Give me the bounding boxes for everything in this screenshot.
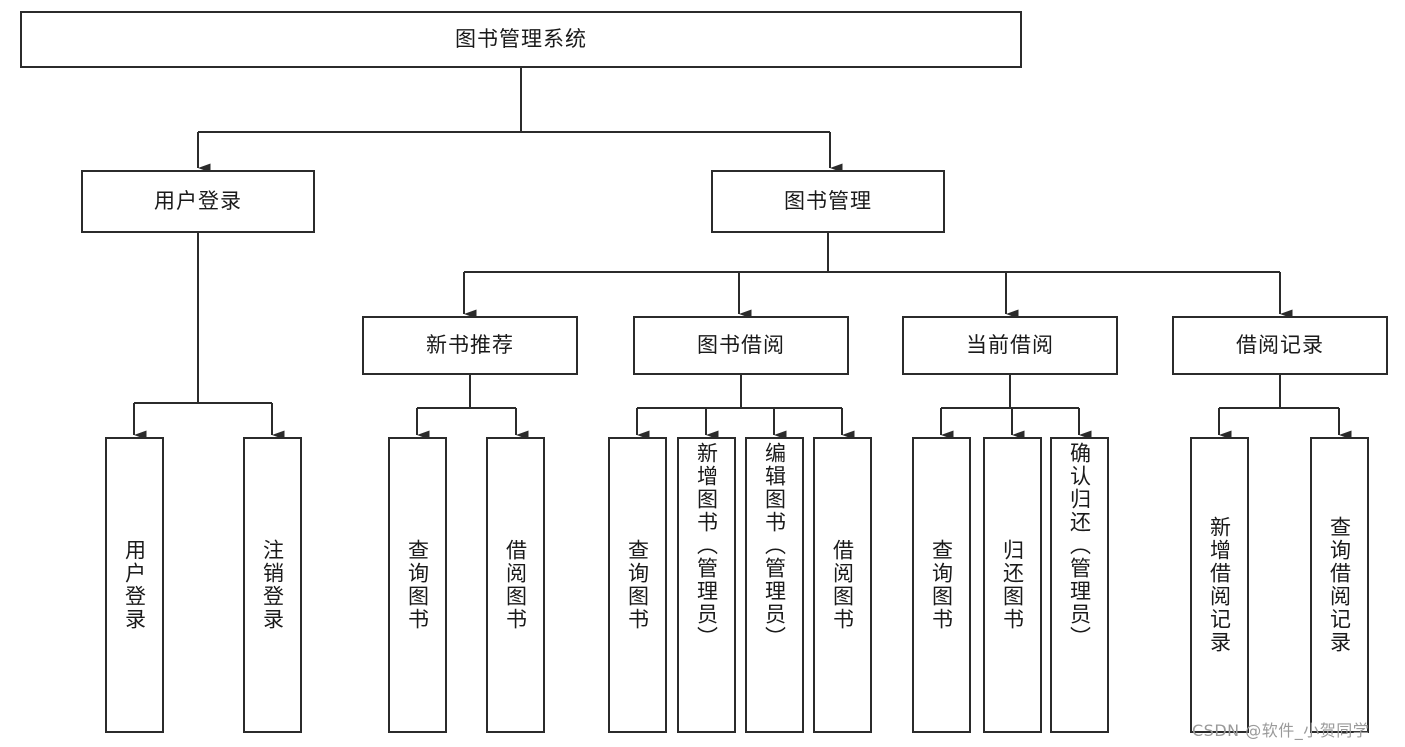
leaf-query-borrow-record[interactable]: 查询借阅记录	[1310, 437, 1369, 733]
node-borrow-record-label: 借阅记录	[1236, 333, 1324, 358]
leaf-borrow-book[interactable]: 借阅图书	[813, 437, 872, 733]
node-current-borrow-label: 当前借阅	[966, 333, 1054, 358]
leaf-borrow-book-recommend[interactable]: 借阅图书	[486, 437, 545, 733]
leaf-query-book-current[interactable]: 查询图书	[912, 437, 971, 733]
leaf-borrow-book-recommend-label: 借阅图书	[503, 539, 528, 631]
leaf-confirm-return-admin-label: 确认归还（管理员）	[1067, 442, 1092, 649]
leaf-add-borrow-record-label: 新增借阅记录	[1207, 516, 1232, 654]
leaf-confirm-return-admin[interactable]: 确认归还（管理员）	[1050, 437, 1109, 733]
leaf-add-book-admin[interactable]: 新增图书（管理员）	[677, 437, 736, 733]
leaf-query-book-recommend[interactable]: 查询图书	[388, 437, 447, 733]
csdn-watermark: CSDN @软件_小贺同学	[1192, 721, 1370, 740]
leaf-logout[interactable]: 注销登录	[243, 437, 302, 733]
leaf-user-login-label: 用户登录	[122, 539, 147, 631]
leaf-add-borrow-record[interactable]: 新增借阅记录	[1190, 437, 1249, 733]
node-book-borrow[interactable]: 图书借阅	[633, 316, 849, 375]
leaf-query-borrow-record-label: 查询借阅记录	[1327, 516, 1352, 654]
node-user-login-label: 用户登录	[154, 189, 242, 214]
leaf-user-login[interactable]: 用户登录	[105, 437, 164, 733]
leaf-borrow-book-label: 借阅图书	[830, 539, 855, 631]
node-new-book-recommend[interactable]: 新书推荐	[362, 316, 578, 375]
leaf-edit-book-admin-label: 编辑图书（管理员）	[762, 442, 787, 649]
leaf-query-book-borrow[interactable]: 查询图书	[608, 437, 667, 733]
node-current-borrow[interactable]: 当前借阅	[902, 316, 1118, 375]
leaf-query-book-current-label: 查询图书	[929, 539, 954, 631]
leaf-add-book-admin-label: 新增图书（管理员）	[694, 442, 719, 649]
leaf-return-book[interactable]: 归还图书	[983, 437, 1042, 733]
node-book-management-label: 图书管理	[784, 189, 872, 214]
node-root-label: 图书管理系统	[455, 27, 587, 52]
leaf-edit-book-admin[interactable]: 编辑图书（管理员）	[745, 437, 804, 733]
node-book-borrow-label: 图书借阅	[697, 333, 785, 358]
leaf-return-book-label: 归还图书	[1000, 539, 1025, 631]
leaf-logout-label: 注销登录	[260, 539, 285, 631]
leaf-query-book-recommend-label: 查询图书	[405, 539, 430, 631]
node-borrow-record[interactable]: 借阅记录	[1172, 316, 1388, 375]
node-root[interactable]: 图书管理系统	[20, 11, 1022, 68]
node-book-management[interactable]: 图书管理	[711, 170, 945, 233]
node-new-book-recommend-label: 新书推荐	[426, 333, 514, 358]
leaf-query-book-borrow-label: 查询图书	[625, 539, 650, 631]
node-user-login[interactable]: 用户登录	[81, 170, 315, 233]
